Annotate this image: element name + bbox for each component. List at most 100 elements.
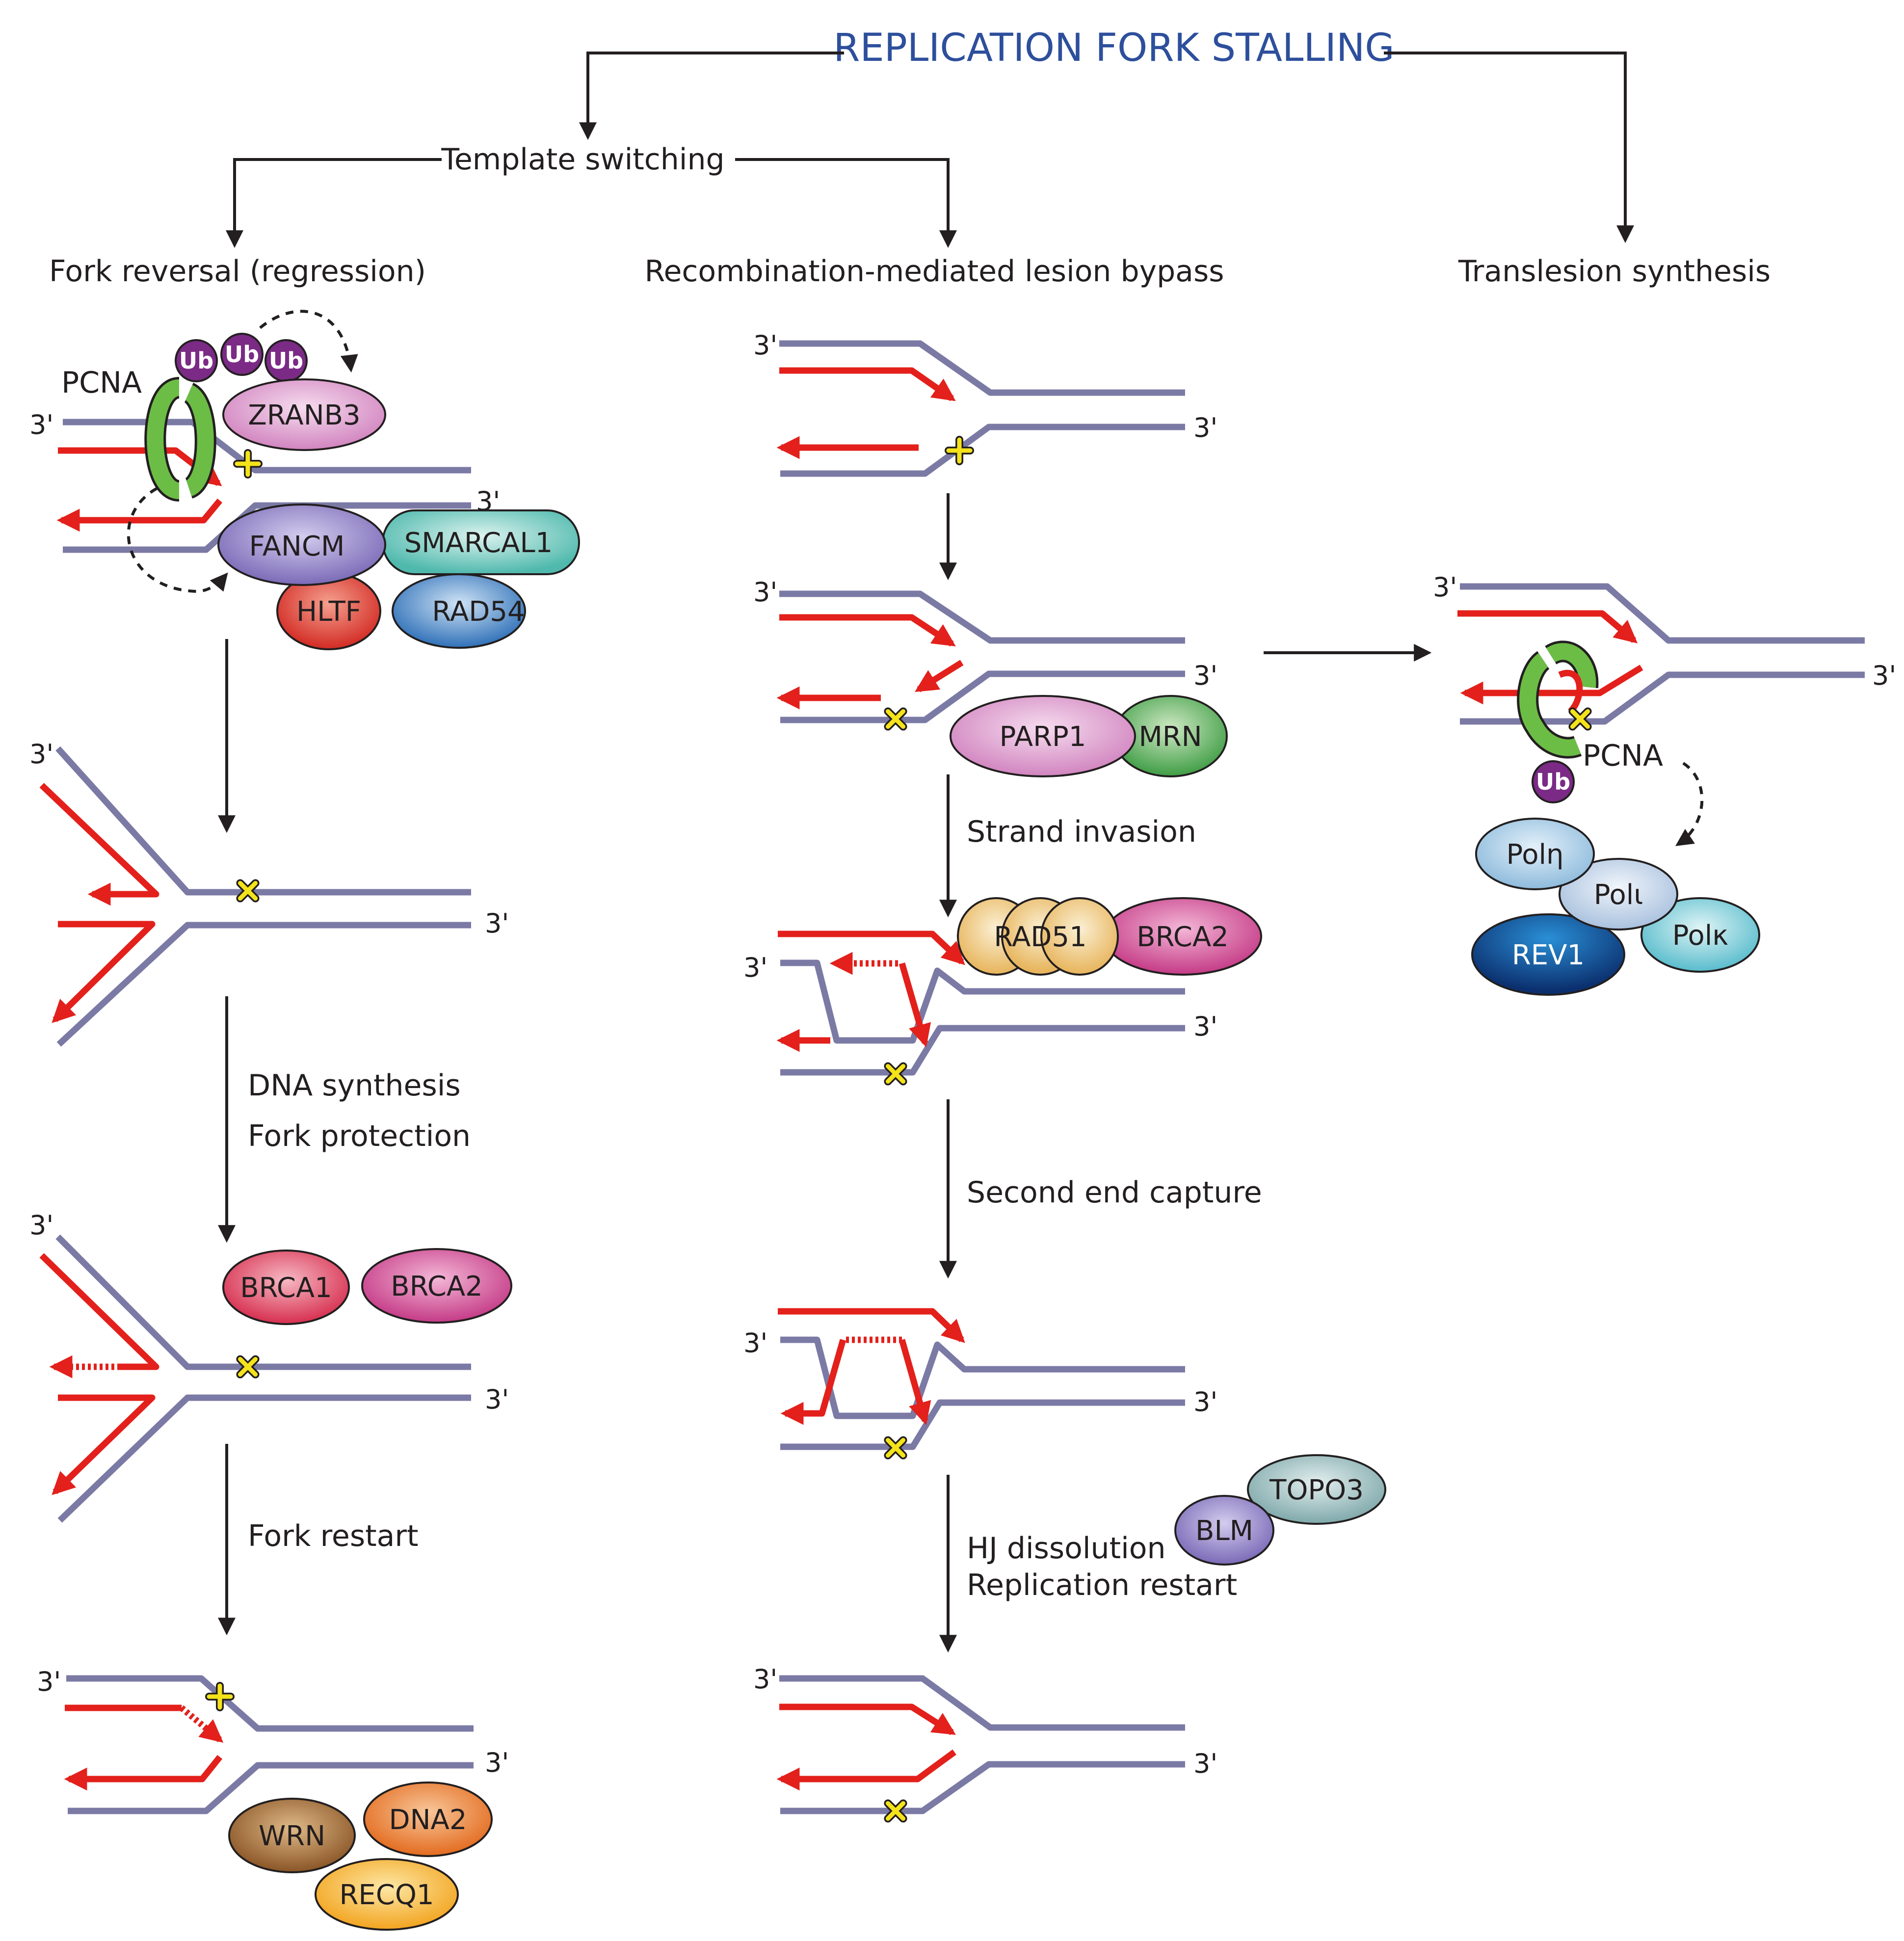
lesion-mark (884, 1799, 907, 1823)
pcna-label: PCNA (61, 366, 142, 400)
lesion-mark (884, 707, 907, 731)
protein-parp1 (950, 695, 1136, 777)
template-strand-top (63, 419, 471, 474)
protein-label: TOPO3 (1269, 1474, 1364, 1506)
strand-end-label: 3' (1193, 1011, 1217, 1042)
strand-end-label: 3' (485, 908, 509, 939)
protein-label: BLM (1195, 1515, 1253, 1547)
protein-label: DNA2 (389, 1804, 467, 1836)
protein-pol-iota (1559, 858, 1678, 931)
nascent-leading-dashed (179, 1705, 224, 1743)
protein-label: HLTF (296, 596, 361, 628)
strand-end-label: 3' (1433, 572, 1457, 603)
flow-arrow-to-template-switching (579, 52, 844, 140)
strand-end-label: 3' (753, 330, 777, 361)
strand-end-label: 3' (1193, 412, 1217, 443)
lesion-mark (884, 1436, 907, 1460)
panel-second-end-capture: 3' 3' (743, 1308, 1217, 1460)
recruitment-arrow-zranb3 (259, 310, 358, 373)
panel-protected-fork: 3' 3' BRCA1 BRCA2 (29, 1210, 512, 1523)
protein-brca2 (361, 1248, 512, 1324)
nascent-leading-strand (1457, 610, 1638, 644)
flow-arrow-to-fork-reversal (226, 158, 442, 248)
lesion-mark (1568, 707, 1592, 731)
label-template-switching: Template switching (441, 142, 724, 177)
strand-end-label: 3' (1193, 660, 1217, 691)
label-translesion: Translesion synthesis (1458, 254, 1771, 289)
template-strand-bottom (57, 1394, 471, 1523)
regressed-nascent-strand (52, 921, 156, 1023)
nascent-strand (39, 1253, 159, 1370)
strand-end-label: 3' (29, 739, 53, 770)
step-label-fork-protection: Fork protection (248, 1119, 471, 1153)
ubiquitin-chain: Ub Ub Ub (175, 333, 308, 382)
template-strand-top (1460, 583, 1865, 644)
strand-end-label: 3' (743, 1328, 767, 1358)
strand-end-label: 3' (485, 1384, 509, 1415)
protein-label: ZRANB3 (248, 399, 360, 431)
recruitment-arrow-fancm (127, 487, 228, 593)
protein-label: Polι (1594, 879, 1643, 911)
template-strand-bottom (68, 1762, 474, 1814)
panel-fork-remodeling: 3' 3' PCNA Ub Ub Ub ZRANB3 SMARCAL1 RAD5… (29, 310, 580, 650)
protein-rad54 (392, 573, 526, 649)
template-strand-top (779, 1675, 1185, 1731)
protein-label: FANCM (249, 531, 345, 562)
nascent-strand-tls (1460, 665, 1643, 705)
lesion-mark (205, 1682, 235, 1711)
protein-pol-kappa (1640, 897, 1760, 973)
lesion-mark (884, 1062, 907, 1086)
template-strand-top (66, 1675, 474, 1732)
panel-stalled-fork: 3' 3' (753, 330, 1217, 477)
panel-replication-restart: 3' 3' (753, 1664, 1217, 1823)
protein-rev1 (1471, 913, 1625, 996)
protein-label: WRN (259, 1820, 325, 1852)
ubiquitin (1532, 760, 1575, 803)
step-label-dna-synthesis: DNA synthesis (248, 1068, 461, 1103)
protein-label: SMARCAL1 (404, 527, 553, 559)
protein-rad51 (957, 897, 1119, 976)
nascent-strand (899, 962, 931, 1047)
step-label-strand-invasion: Strand invasion (967, 815, 1196, 849)
pcna-clamp (1517, 640, 1599, 759)
panel-reversed-fork: 3' 3' (29, 739, 509, 1047)
nascent-leading-strand (915, 660, 964, 692)
template-strand-top (55, 746, 471, 896)
protein-label: RECQ1 (339, 1879, 434, 1911)
pcna-label: PCNA (1583, 739, 1663, 773)
lesion-mark (236, 879, 260, 903)
template-strand-top (779, 590, 1185, 644)
protein-topo3 (1247, 1454, 1386, 1525)
protein-pol-eta (1475, 818, 1595, 890)
protein-wrn (228, 1798, 356, 1873)
template-strand-top (55, 1234, 471, 1370)
nascent-strand (52, 1394, 156, 1495)
nascent-leading-strand (779, 1703, 956, 1735)
nascent-lagging-strand (776, 1749, 956, 1791)
nascent-strand-invading (778, 1308, 965, 1343)
protein-recq1 (315, 1858, 459, 1931)
protein-fancm (217, 504, 386, 586)
recruitment-arrow-polymerases (1675, 762, 1704, 846)
protein-blm (1174, 1495, 1274, 1566)
protein-label: RAD51 (994, 921, 1086, 953)
label-recombination: Recombination-mediated lesion bypass (645, 254, 1224, 289)
regressed-nascent-strand (39, 783, 159, 906)
strand-end-label: 3' (753, 577, 777, 608)
step-label-second-end-capture: Second end capture (967, 1175, 1262, 1210)
step-label-fork-restart: Fork restart (248, 1519, 419, 1553)
nascent-strand-invading (778, 931, 965, 965)
nascent-lagging-strand (56, 498, 223, 532)
strand-end-label: 3' (485, 1747, 509, 1778)
template-strand-bottom (780, 1399, 1185, 1450)
strand-end-label: 3' (29, 1210, 53, 1241)
protein-brca1 (222, 1250, 350, 1325)
protein-label: REV1 (1512, 939, 1585, 971)
flow-arrow-to-recombination (735, 158, 957, 248)
template-strand-bottom (780, 1025, 1185, 1076)
panel-parp1-mrn: 3' 3' MRN PARP1 (753, 577, 1228, 777)
nascent-strand (780, 1339, 846, 1425)
nascent-lagging-strand (64, 1755, 223, 1791)
template-strand-top (779, 340, 1185, 396)
